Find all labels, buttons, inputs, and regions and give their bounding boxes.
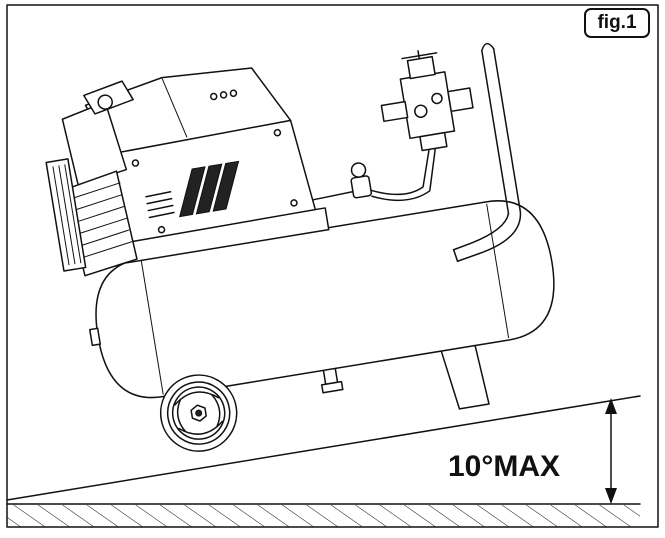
max-angle-label: 10°MAX: [448, 450, 561, 483]
vent-slots: [145, 190, 175, 219]
motor-housing: [45, 67, 330, 277]
air-compressor-icon: [45, 42, 555, 452]
pressure-gauge-icon: [380, 50, 474, 152]
brand-stripes: [178, 160, 240, 218]
handle-icon: [452, 42, 522, 263]
double-arrow-icon: [605, 398, 617, 504]
ground: [6, 503, 641, 527]
figure-label: fig.1: [584, 8, 650, 38]
air-tank: [89, 200, 555, 399]
outlet-pipe: [312, 138, 438, 202]
ramp-incline: [6, 395, 641, 501]
wheel-icon: [159, 374, 238, 452]
